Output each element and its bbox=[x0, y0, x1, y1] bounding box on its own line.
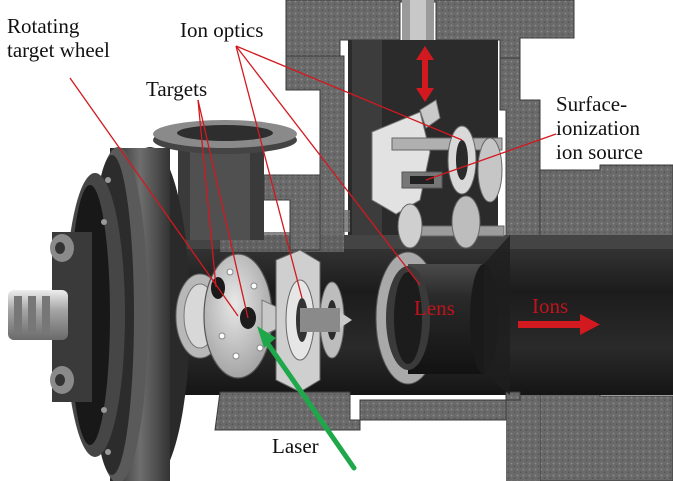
lens-electrode bbox=[375, 235, 510, 395]
label-surface-ionization-line1: Surface- bbox=[556, 92, 628, 116]
label-surface-ionization-line3: ion source bbox=[556, 140, 643, 164]
callout-lines bbox=[69, 45, 557, 319]
vertical-chamber bbox=[285, 0, 575, 255]
label-laser: Laser bbox=[272, 434, 319, 458]
label-surface-ionization-source: Surface- ionization ion source bbox=[556, 92, 643, 164]
ions-arrow bbox=[518, 314, 600, 335]
surface-ionization-source bbox=[371, 99, 505, 249]
label-ions: Ions bbox=[532, 294, 569, 318]
pump-port bbox=[153, 120, 321, 251]
label-ion-optics: Ion optics bbox=[180, 18, 264, 42]
left-flange bbox=[8, 147, 190, 481]
laser-beam bbox=[257, 326, 357, 471]
label-lens: Lens bbox=[414, 296, 455, 320]
extraction-optics bbox=[275, 249, 352, 393]
label-targets: Targets bbox=[146, 77, 208, 101]
translation-arrow bbox=[416, 46, 434, 102]
label-rotating-target-wheel-line1: Rotating bbox=[7, 14, 80, 38]
label-rotating-target-wheel: Rotating target wheel bbox=[7, 14, 110, 62]
label-surface-ionization-line2: ionization bbox=[556, 116, 640, 140]
label-rotating-target-wheel-line2: target wheel bbox=[7, 38, 110, 62]
